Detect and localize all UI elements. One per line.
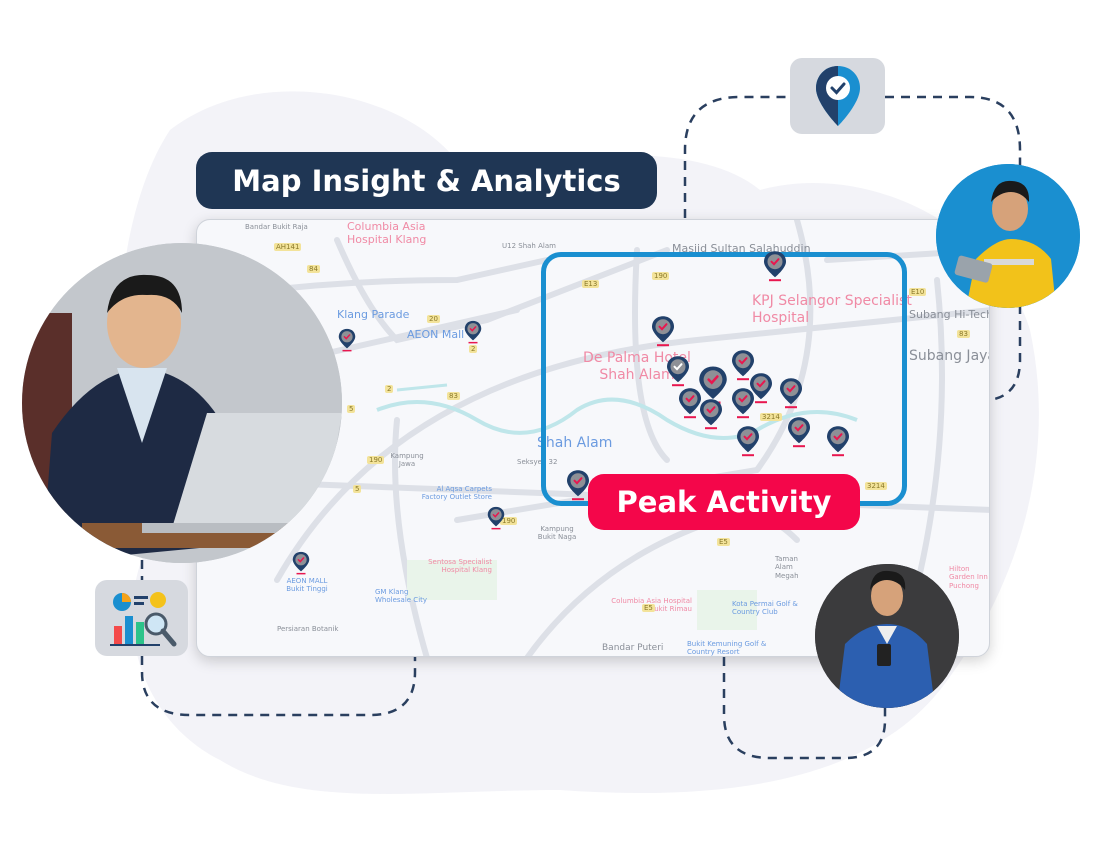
road-shield: 190 [500,517,518,525]
road-shield: 190 [367,456,385,464]
map-label: Hilton Garden Inn Puchong [949,565,988,590]
map-pin-check-icon[interactable] [731,387,755,423]
road-shield: 83 [957,330,970,338]
map-pin-check-icon[interactable] [749,372,773,408]
map-label: AEON Mall [407,328,465,341]
road-shield: E13 [582,280,600,288]
map-label: Columbia Asia Hospital Bukit Rimau [611,597,692,614]
map-label: Sentosa Specialist Hospital Klang [428,558,492,575]
map-label: Seksyen 32 [517,458,558,466]
road-shield: 3214 [760,413,782,421]
road-shield: 84 [307,265,320,273]
road-shield: 2 [469,345,478,353]
map-label: Bukit Kemuning Golf & Country Resort [687,640,767,657]
road-shield: 20 [427,315,440,323]
map-label: KPJ Selangor Specialist Hospital [752,293,912,326]
road-shield: 2 [385,385,394,393]
map-label: Bandar Bukit Raja [245,223,308,231]
worker-phone-photo [815,564,959,708]
map-pin-check-icon[interactable] [464,320,482,348]
map-label: Kampung Jawa [390,452,424,469]
map-label: De Palma Hotel Shah Alam [583,350,691,383]
map-pin-check-icon[interactable] [787,416,811,452]
map-label: Subang Hi-Tech [909,308,990,321]
map-pin-check-icon[interactable] [338,328,356,356]
map-pin-check-icon[interactable] [698,365,728,410]
map-label: Subang Jaya [909,348,990,364]
map-label: GM Klang Wholesale City [375,588,428,605]
engineer-tablet-photo [936,164,1080,308]
map-label: Taman Alam Megah [775,555,799,580]
road-shield: 83 [447,392,460,400]
map-pin-check-icon[interactable] [666,355,690,391]
map-pin-check-icon[interactable] [779,377,803,413]
map-pin-check-icon[interactable] [731,349,755,385]
map-pin-check-icon[interactable] [651,315,675,351]
road-shield: 190 [652,272,670,280]
map-label: Persiaran Botanik [277,625,339,633]
map-label: U12 Shah Alam [502,242,556,250]
road-shield: E5 [642,604,655,612]
road-shield: E10 [909,288,927,296]
map-label: Shah Alam [537,435,613,451]
peak-activity-badge: Peak Activity [588,474,860,530]
map-pin-check-icon[interactable] [736,425,760,461]
map-pin-check-icon[interactable] [699,398,723,434]
road-shield: E5 [717,538,730,546]
map-label: Columbia Asia Hospital Klang [347,220,427,247]
map-label: Kampung Bukit Naga [537,525,577,542]
map-pin-check-icon[interactable] [826,425,850,461]
map-pin-check-icon[interactable] [566,469,590,505]
map-label: Klang Parade [337,308,410,321]
map-label: Kota Permai Golf & Country Club [732,600,798,617]
road-shield: 5 [353,485,362,493]
road-shield: AH141 [274,243,302,251]
page-title: Map Insight & Analytics [196,152,657,209]
map-label: Bandar Puteri [602,643,664,653]
map-pin-check-icon[interactable] [678,387,702,423]
businessman-laptop-photo [22,243,342,563]
map-label: AEON MALL Bukit Tinggi [286,577,328,594]
map-label: Al Aqsa Carpets Factory Outlet Store [421,485,492,502]
analytics-insight-icon [95,580,188,656]
location-check-icon [790,58,885,134]
map-pin-check-icon[interactable] [487,506,505,534]
road-shield: 3214 [865,482,887,490]
road-shield: 5 [347,405,356,413]
map-pin-check-icon[interactable] [292,551,310,579]
map-pin-check-icon[interactable] [763,250,787,286]
